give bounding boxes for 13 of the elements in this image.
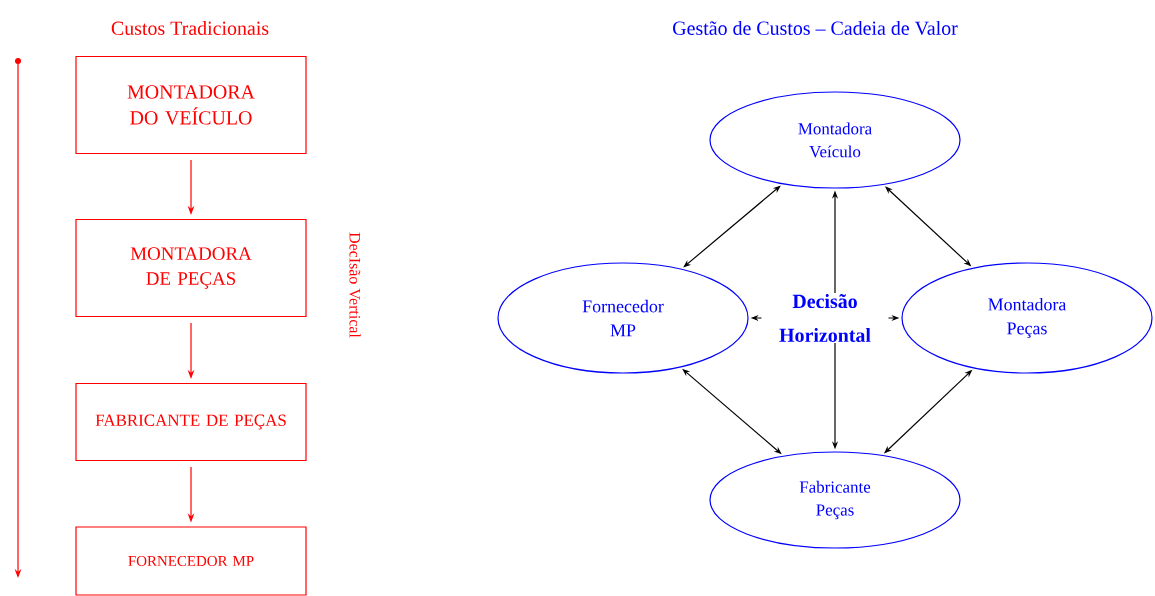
- title: Gestão de Custos – Cadeia de Valor: [673, 20, 958, 36]
- ellipse-node: Fornecedor MP: [497, 262, 749, 374]
- vertical-label: DecIsão Vertical: [349, 232, 361, 338]
- arrow: [683, 185, 781, 268]
- process-box: FABRICANTE DE PEÇAS: [75, 382, 307, 462]
- ellipse-node: Montadora Veículo: [709, 91, 961, 189]
- process-box: FORNECEDOR MP: [75, 526, 307, 596]
- edge-label: Decisão Horizontal: [761, 293, 889, 343]
- ellipse-node: Fabricante Peças: [709, 451, 961, 549]
- heading: Custos Tradicionais: [111, 21, 269, 35]
- process-box: MONTADORA DO VEÍCULO: [75, 55, 307, 155]
- ellipse-node: Montadora Peças: [901, 262, 1153, 374]
- process-box: MONTADORA DE PEÇAS: [75, 218, 307, 318]
